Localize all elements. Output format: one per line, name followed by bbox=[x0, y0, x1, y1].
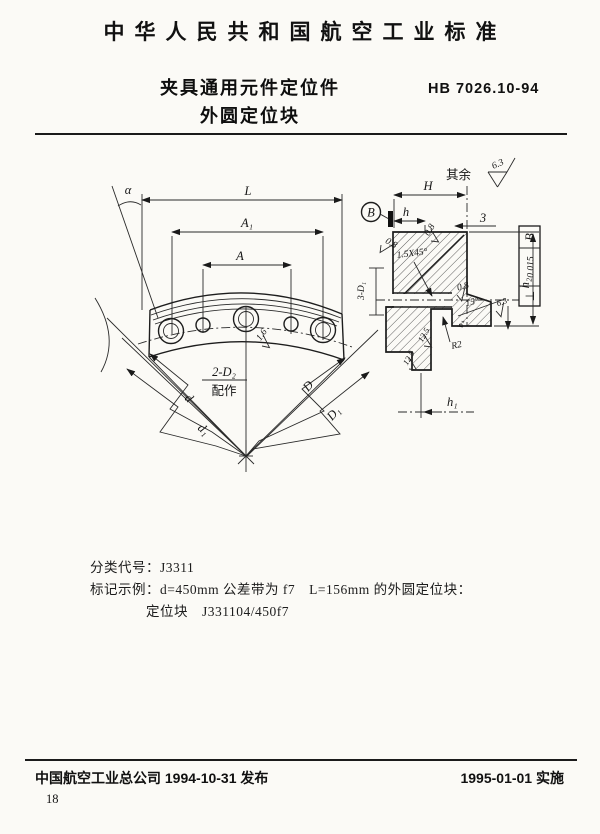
footer-divider bbox=[25, 759, 577, 761]
fitted-holes-note2: 配作 bbox=[211, 384, 237, 398]
roughness-mark-63: 6.3 bbox=[495, 295, 508, 318]
svg-text:6.3: 6.3 bbox=[491, 158, 506, 172]
datum-label: B bbox=[367, 206, 375, 220]
dim-h2-label: h₂ bbox=[518, 277, 532, 288]
dim-A-label: A bbox=[235, 249, 244, 263]
dim-d1-label: d₁ bbox=[195, 421, 212, 439]
doc-title-line1: 夹具通用元件定位件 bbox=[160, 78, 340, 98]
svg-text:6.3: 6.3 bbox=[495, 295, 508, 308]
dim-H-label: H bbox=[422, 179, 433, 193]
technical-drawing: L A₁ A α bbox=[94, 158, 541, 472]
datum-target bbox=[388, 211, 393, 227]
classification-code-line: 分类代号：J3311 bbox=[90, 556, 194, 576]
dim-b4-label: b₄ bbox=[455, 320, 465, 327]
counterbored-hole bbox=[157, 317, 185, 345]
dim-D1-label: D₁ bbox=[323, 404, 343, 424]
roughness-mark-08: 0.8 bbox=[423, 222, 440, 243]
counterbored-holes-note: 3-D₁ bbox=[357, 282, 367, 301]
fitted-hole bbox=[283, 316, 299, 332]
marking-example-line: 标记示例：d=450mm 公差带为 f7 L=156mm 的外圆定位块： bbox=[90, 578, 472, 598]
dim-h-label: h bbox=[403, 205, 409, 219]
fitted-holes-note: 2-D₂ bbox=[212, 365, 236, 379]
general-roughness-icon: 6.3 bbox=[487, 158, 516, 188]
roughness-mark-08: 0.8 bbox=[456, 281, 470, 302]
marking-example-label: 标记示例： bbox=[90, 582, 160, 597]
arc-center-mark bbox=[237, 440, 255, 472]
roughness-mark-16: 1.6 bbox=[255, 327, 271, 349]
perpendicularity-icon: ⊥ bbox=[523, 291, 537, 301]
tolerance-frame: ⊥ 0.015 B bbox=[518, 225, 541, 307]
angle-15-label: 15° bbox=[465, 296, 480, 309]
fitted-hole bbox=[195, 317, 211, 333]
national-standard-header: 中华人民共和国航空工业标准 bbox=[103, 21, 507, 44]
chamfer-label: 1.5X45° bbox=[396, 246, 428, 261]
svg-text:1.6: 1.6 bbox=[255, 327, 270, 343]
issued-by: 中国航空工业总公司 1994-10-31 发布 bbox=[35, 770, 269, 786]
datum-circle bbox=[360, 201, 382, 223]
standard-number: HB 7026.10-94 bbox=[428, 81, 540, 97]
general-roughness-label: 其余 bbox=[446, 167, 472, 182]
dim-A1-label: A₁ bbox=[240, 216, 253, 230]
arc-view: L A₁ A α bbox=[94, 183, 379, 472]
fillet-label: R2 bbox=[450, 340, 464, 352]
designation-line: 定位块 J331104/450f7 bbox=[146, 604, 289, 619]
svg-text:0.8: 0.8 bbox=[456, 281, 470, 294]
classification-code-value: J3311 bbox=[160, 560, 195, 575]
marking-example-text: d=450mm 公差带为 f7 L=156mm 的外圆定位块： bbox=[160, 582, 472, 597]
dim-alpha-label: α bbox=[125, 183, 132, 197]
title-divider bbox=[35, 133, 567, 135]
page-number: 18 bbox=[46, 792, 59, 806]
doc-title-line2: 外圆定位块 bbox=[200, 106, 300, 126]
dim-h1-label: h₁ bbox=[447, 395, 458, 409]
svg-text:0.015: 0.015 bbox=[527, 256, 537, 278]
svg-text:B: B bbox=[523, 233, 537, 241]
document-title: 夹具通用元件定位件 外圆定位块 bbox=[95, 74, 405, 130]
dim-3-label: 3 bbox=[479, 211, 486, 225]
dim-L-label: L bbox=[244, 184, 252, 198]
classification-code-label: 分类代号： bbox=[90, 560, 160, 575]
counterbored-hole bbox=[309, 316, 337, 344]
implementation-date: 1995-01-01 实施 bbox=[460, 770, 564, 786]
section-view: 其余 6.3 B H h 3 bbox=[357, 158, 541, 418]
